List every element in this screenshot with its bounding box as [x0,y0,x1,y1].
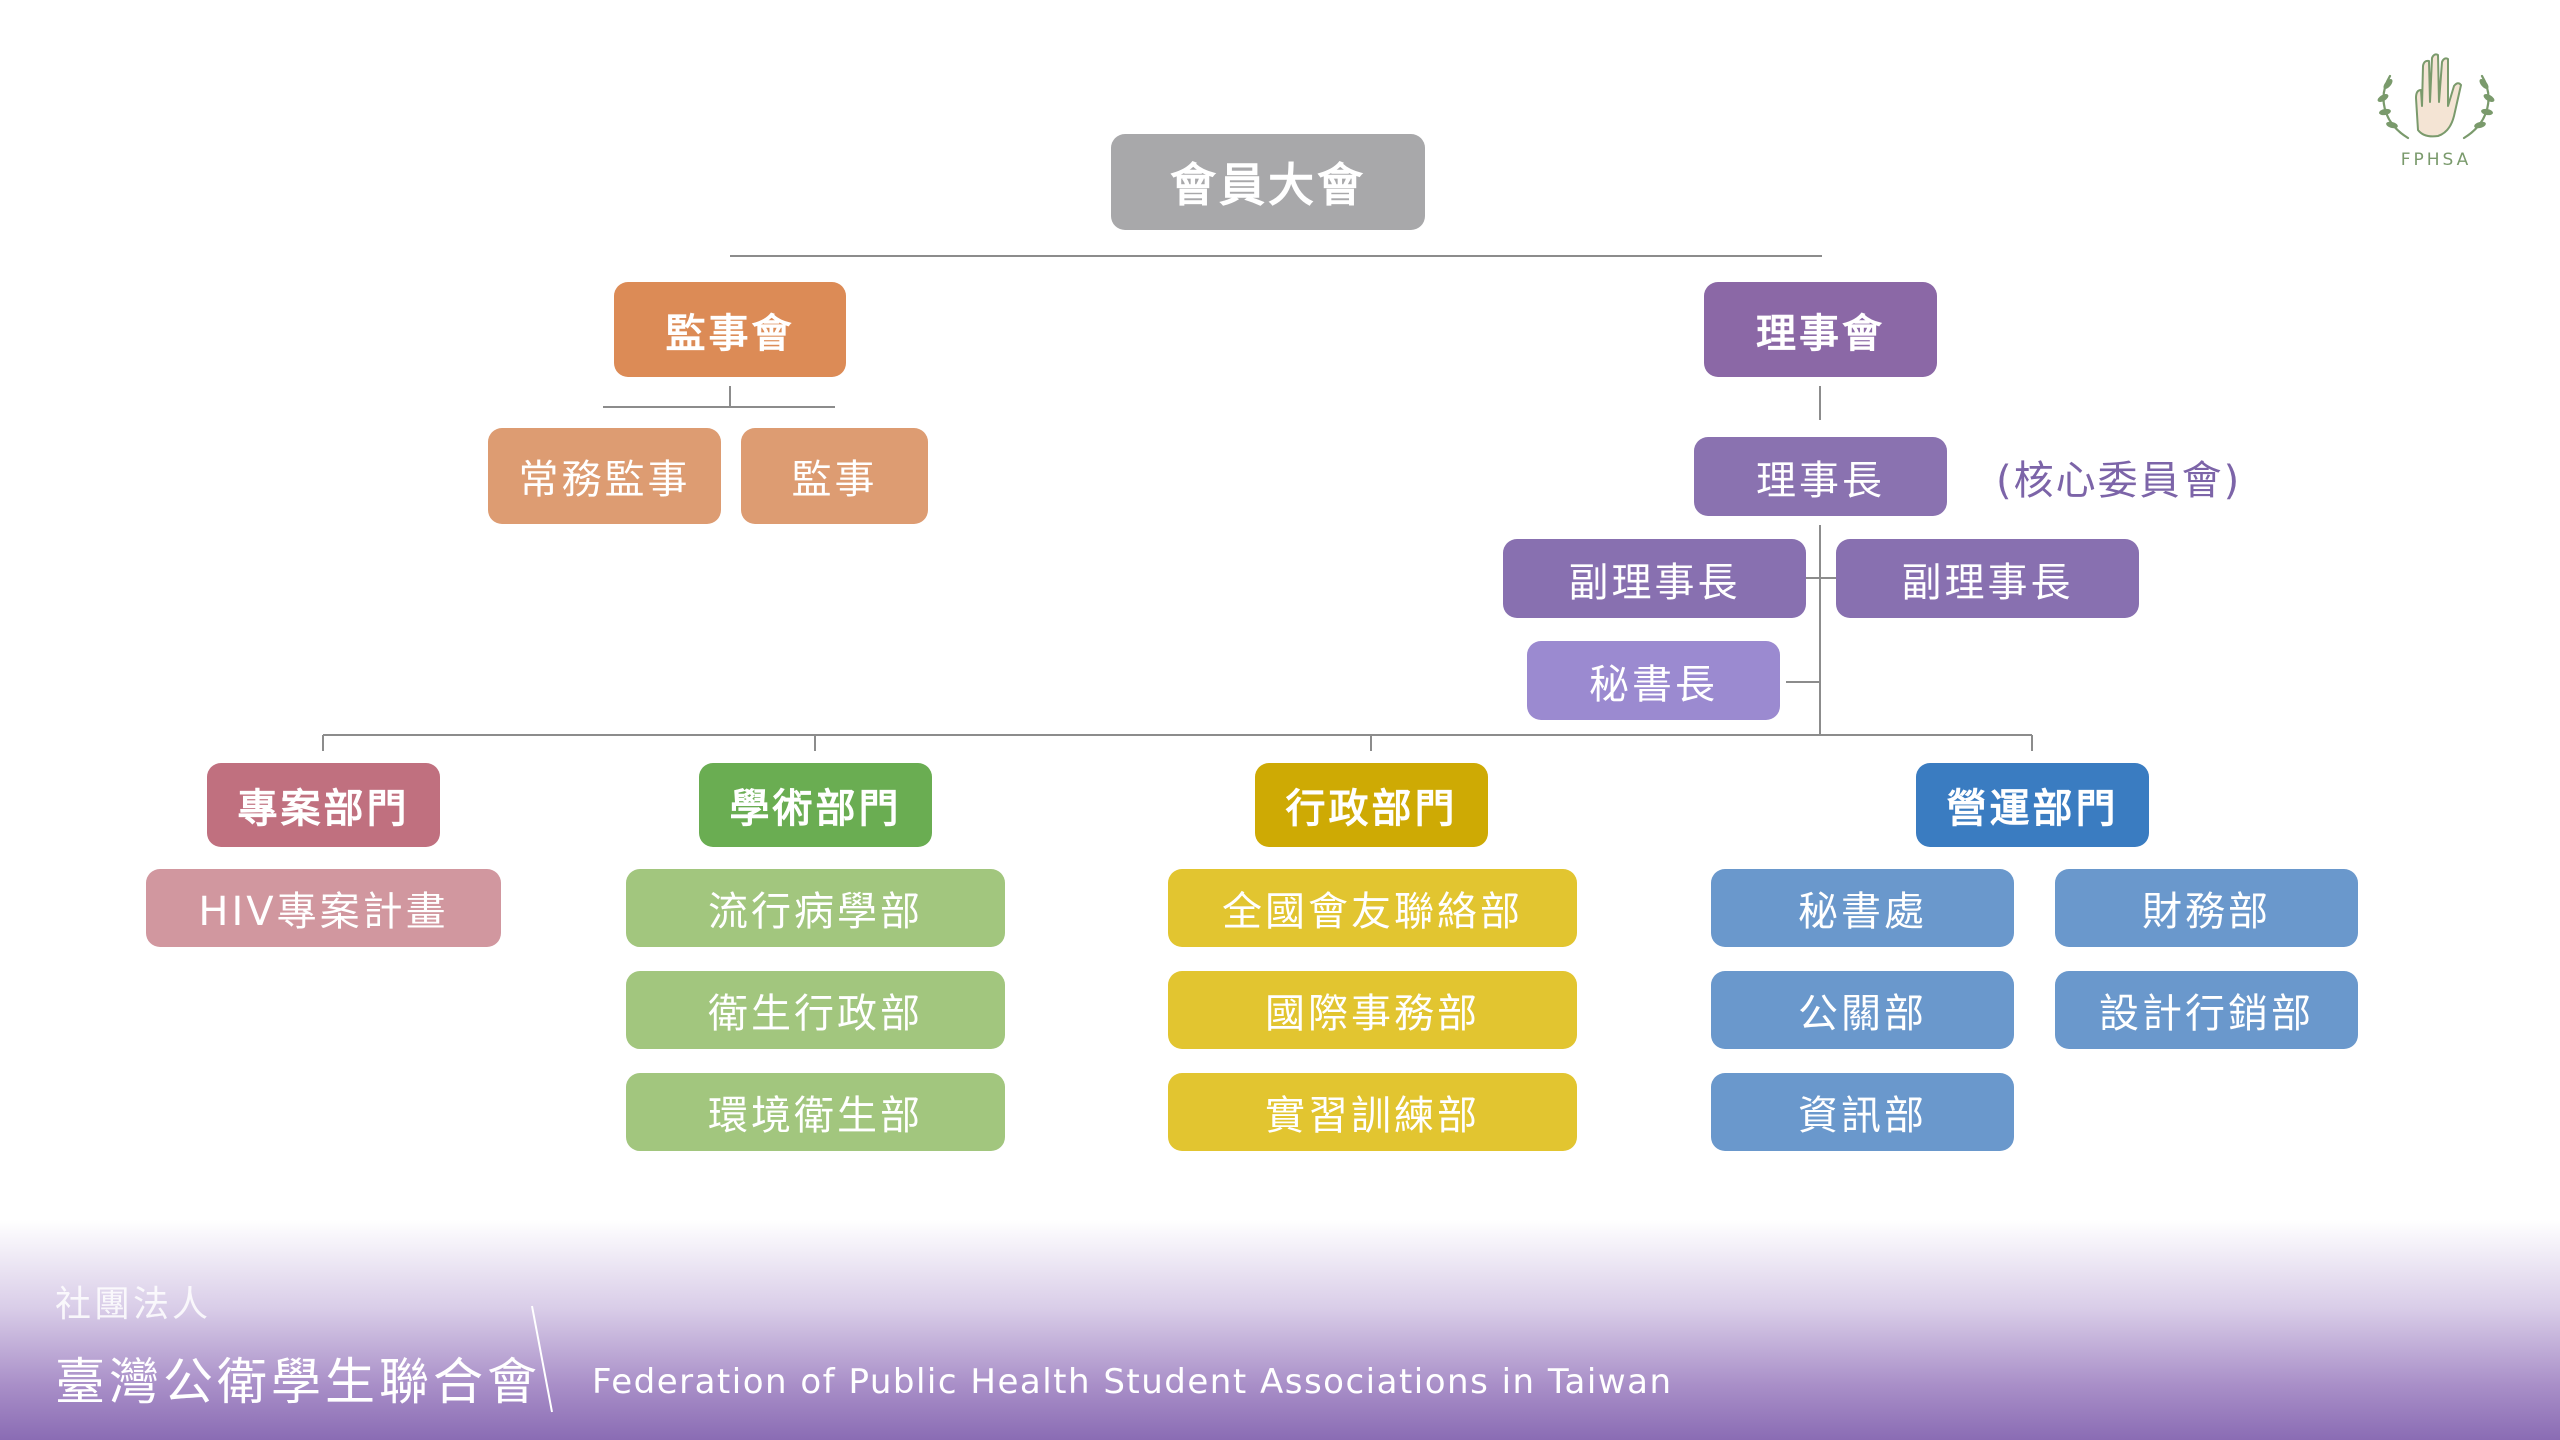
unit-international-affairs-box: 國際事務部 [1168,971,1577,1049]
dept-academic-box: 學術部門 [699,763,932,847]
unit-national-liaison-box: 全國會友聯絡部 [1168,869,1577,947]
dept-project-box: 專案部門 [207,763,440,847]
unit-epidemiology-box: 流行病學部 [626,869,1005,947]
fphsa-logo: FPHSA [2368,46,2504,176]
core-committee-note: (核心委員會) [1996,458,2242,504]
unit-health-admin-box: 衛生行政部 [626,971,1005,1049]
dept-admin-box: 行政部門 [1255,763,1488,847]
footer-divider [531,1305,553,1413]
general-assembly-box: 會員大會 [1111,134,1425,230]
supervisors-board-box: 監事會 [614,282,846,377]
board-of-directors-box: 理事會 [1704,282,1937,377]
standing-supervisor-box: 常務監事 [488,428,721,524]
footer-banner [0,1220,2560,1440]
footer-subtitle: 社團法人 [55,1284,212,1325]
unit-finance-box: 財務部 [2055,869,2358,947]
chairperson-box: 理事長 [1694,437,1947,516]
unit-environmental-health-box: 環境衛生部 [626,1073,1005,1151]
footer-org-name-zh: 臺灣公衛學生聯合會 [55,1353,541,1411]
unit-internship-training-box: 實習訓練部 [1168,1073,1577,1151]
secretary-general-box: 秘書長 [1527,641,1780,720]
unit-secretariat-box: 秘書處 [1711,869,2014,947]
footer-org-name-en: Federation of Public Health Student Asso… [592,1362,1673,1402]
supervisor-box: 監事 [741,428,928,524]
dept-ops-box: 營運部門 [1916,763,2149,847]
unit-hiv-project-box: HIV專案計畫 [146,869,501,947]
vice-chair-left-box: 副理事長 [1503,539,1806,618]
hand-laurel-icon [2377,53,2495,140]
unit-information-box: 資訊部 [1711,1073,2014,1151]
vice-chair-right-box: 副理事長 [1836,539,2139,618]
unit-design-marketing-box: 設計行銷部 [2055,971,2358,1049]
logo-text: FPHSA [2400,150,2472,170]
unit-public-relations-box: 公關部 [1711,971,2014,1049]
